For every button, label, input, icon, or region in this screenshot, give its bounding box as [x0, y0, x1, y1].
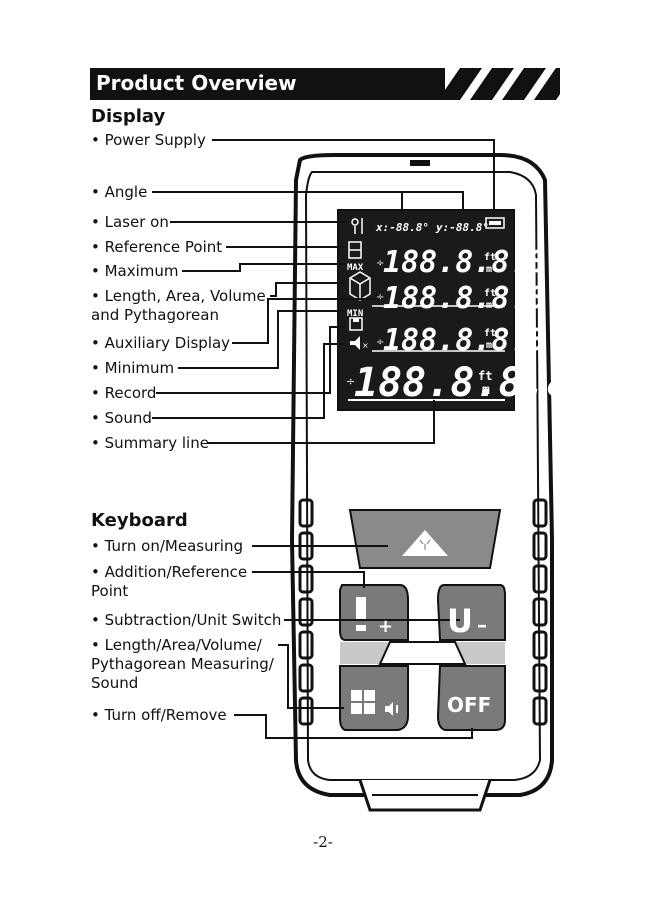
- label-length-area: • Length, Area, Volume and Pythagorean: [91, 287, 266, 324]
- unit-m-2: m: [486, 300, 492, 311]
- unit-m-3: m: [486, 340, 492, 351]
- sound-icon: [350, 336, 360, 350]
- label-summary-line: • Summary line: [91, 434, 209, 452]
- unit-ft-2: ft: [484, 288, 496, 299]
- label-addition: • Addition/Reference Point: [91, 563, 248, 600]
- label-angle: • Angle: [91, 183, 148, 201]
- page-title: Product Overview: [96, 71, 297, 95]
- unit-m-1: m: [486, 264, 492, 275]
- cube-icon: [349, 271, 371, 301]
- svg-text:÷: ÷: [376, 292, 384, 303]
- label-subtraction: • Subtraction/Unit Switch: [91, 611, 282, 629]
- max-indicator: MAX: [347, 263, 364, 273]
- page-number: -2-: [313, 833, 333, 851]
- label-minimum: • Minimum: [91, 359, 175, 377]
- speaker-icon: [385, 702, 398, 716]
- product-overview-banner: Product Overview: [90, 68, 560, 100]
- lcd-screen: [337, 209, 515, 411]
- label-auxiliary-display: • Auxiliary Display: [91, 334, 231, 352]
- off-key: [436, 665, 506, 731]
- label-laser-on: • Laser on: [91, 213, 169, 231]
- unit-key: [436, 584, 506, 641]
- display-heading: Display: [91, 106, 166, 127]
- svg-text:÷: ÷: [346, 375, 355, 388]
- svg-text:÷: ÷: [376, 337, 384, 348]
- unit-key-label: U: [447, 602, 473, 640]
- label-length-sound: • Length/Area/Volume/ Pythagorean Measur…: [91, 636, 274, 692]
- plus-key-label: +: [378, 616, 393, 637]
- minus-key-label: –: [477, 613, 487, 637]
- grid-icon: [351, 690, 375, 714]
- label-turn-off: • Turn off/Remove: [91, 706, 227, 724]
- unit-ft-summary: ft: [478, 369, 492, 383]
- reference-point-key-icon: [356, 597, 366, 631]
- angle-x-readout: x:-88.8°: [375, 221, 429, 234]
- unit-m-summary: m: [482, 383, 490, 398]
- keyboard-heading: Keyboard: [91, 510, 188, 531]
- lcd-digits-row-2: 188.8.8.8: [383, 281, 546, 316]
- unit-ft-3: ft: [484, 328, 496, 339]
- off-key-label: OFF: [447, 693, 491, 717]
- label-sound: • Sound: [91, 409, 152, 427]
- label-reference-point: • Reference Point: [91, 238, 223, 256]
- label-power-supply: • Power Supply: [91, 131, 206, 149]
- unit-ft-1: ft: [484, 252, 496, 263]
- lcd-digits-row-3: 188.8.8.8: [383, 323, 546, 358]
- banner-bar: [90, 68, 445, 100]
- lcd-digits-summary: 188.8.8.8: [354, 360, 571, 406]
- label-record: • Record: [91, 384, 157, 402]
- label-turn-on: • Turn on/Measuring: [91, 537, 243, 555]
- angle-y-readout: y:-88.8°: [435, 221, 489, 234]
- banner-stripes: [438, 68, 560, 100]
- svg-text:÷: ÷: [376, 258, 384, 269]
- svg-text:×: ×: [362, 341, 369, 350]
- label-maximum: • Maximum: [91, 262, 179, 280]
- min-indicator: MIN: [347, 309, 363, 319]
- lcd-digits-row-1: 188.8.8.8: [383, 245, 546, 280]
- laser-icon: [351, 218, 363, 234]
